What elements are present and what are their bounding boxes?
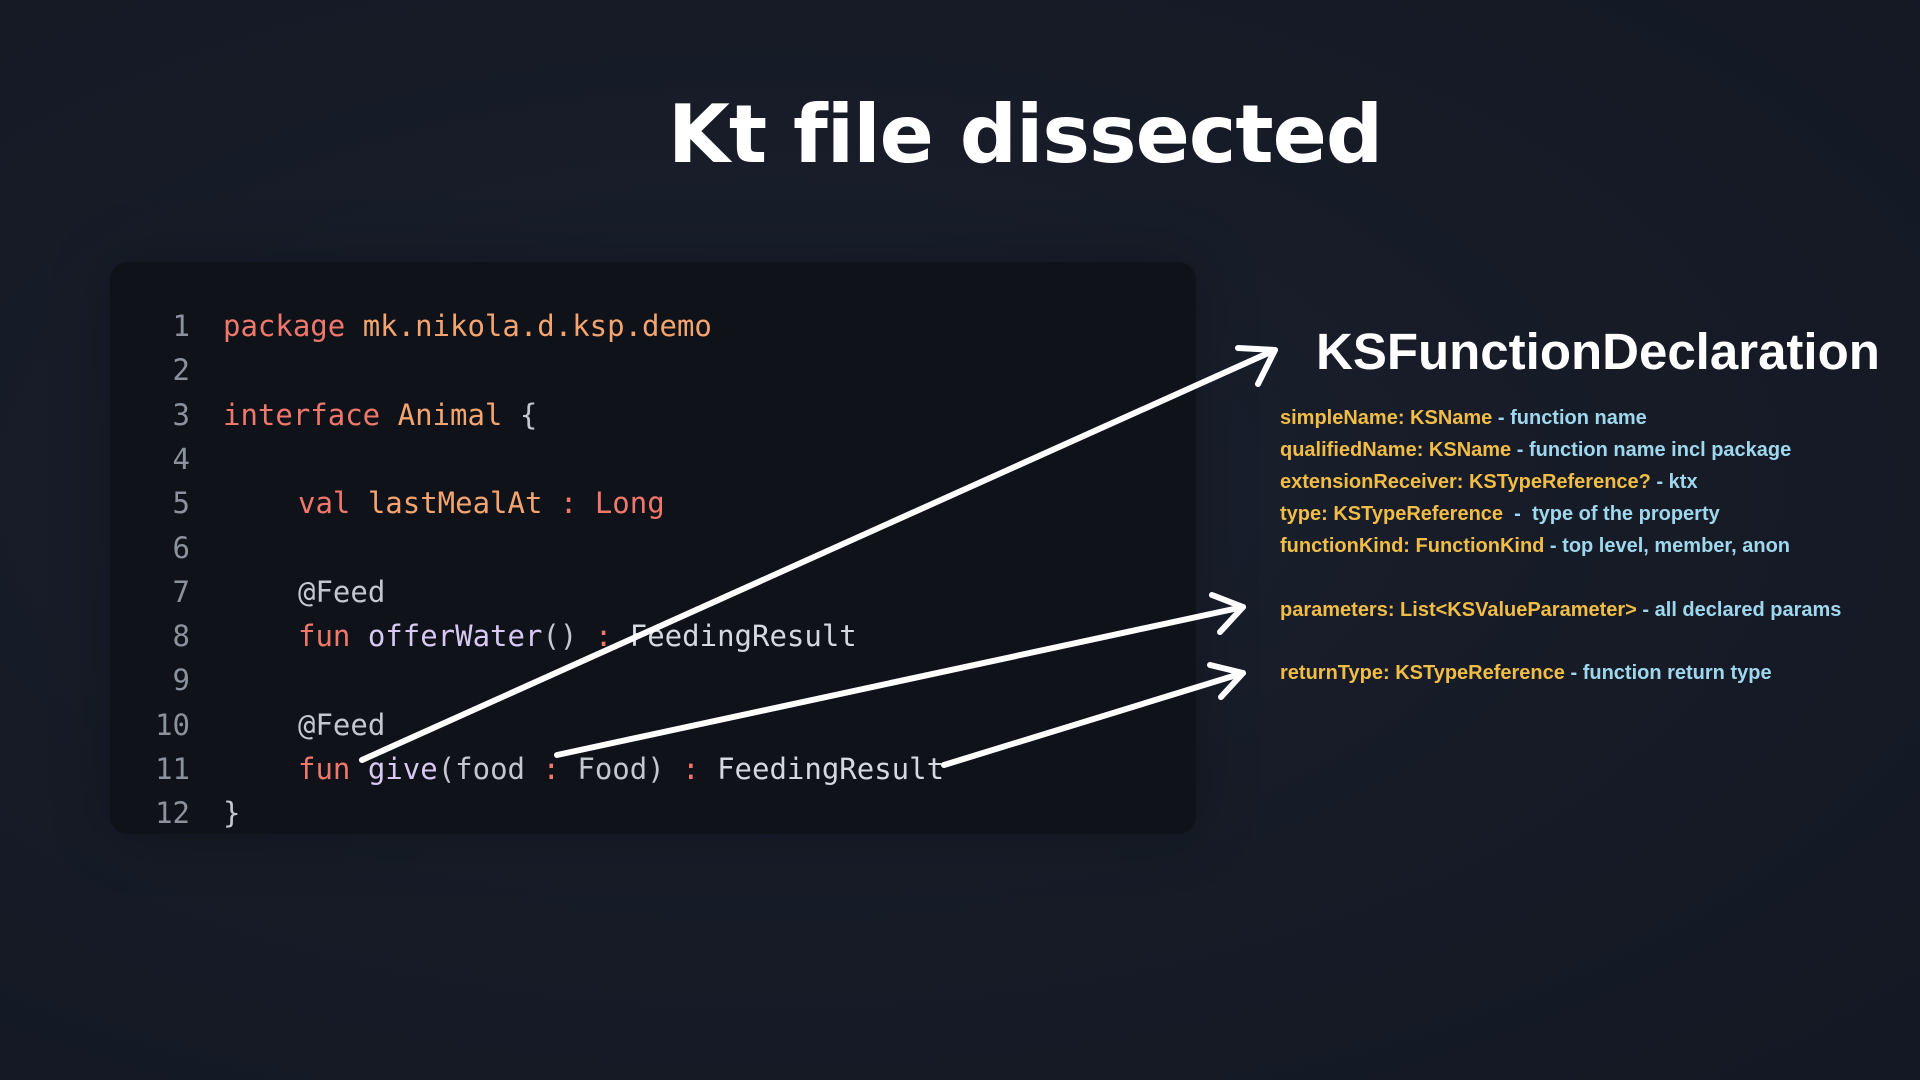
property-description: top level, member, anon [1562,535,1790,557]
declaration-property: type: KSTypeReference - type of the prop… [1280,499,1720,529]
property-signature: qualifiedName: KSName [1280,439,1512,461]
code-token: @Feed [298,574,386,609]
property-separator: - [1503,503,1532,525]
code-token: () [542,619,595,654]
code-line: 3 interface Animal { [110,393,1196,437]
code-token: @Feed [298,707,386,742]
code-token: lastMealAt [367,486,543,521]
code-token: interface [223,397,398,432]
line-number: 11 [155,752,190,786]
line-number: 12 [155,796,190,831]
code-token: Food) [577,752,683,786]
code-token: fun [298,752,368,786]
slide-title: Kt file dissected [667,88,1383,181]
code-token: fun [298,619,368,654]
property-description: function name [1510,407,1647,429]
property-signature: functionKind: FunctionKind [1280,535,1545,557]
line-number: 3 [172,397,190,432]
line-number: 10 [155,707,190,742]
code-line: 9 [110,658,1196,702]
declaration-property: returnType: KSTypeReference - function r… [1280,658,1772,688]
property-separator: - [1564,662,1583,684]
code-line: 8 fun offerWater() : FeedingResult [110,614,1196,658]
declaration-property: qualifiedName: KSName - function name in… [1280,435,1791,465]
declaration-property: parameters: List<KSValueParameter> - all… [1280,595,1841,625]
property-description: function return type [1582,662,1772,684]
code-line: 11 fun give(food : Food) : FeedingResult [110,747,1196,791]
line-number: 1 [172,309,190,343]
property-signature: type: KSTypeReference [1280,503,1504,525]
code-line: 10 @Feed [110,703,1196,747]
code-line: 6 [110,526,1196,570]
code-text: @Feed [223,570,385,614]
line-number: 4 [172,441,190,476]
property-signature: simpleName: KSName [1280,407,1493,429]
property-description: function name incl package [1528,439,1792,461]
property-signature: extensionReceiver: KSTypeReference? [1280,471,1651,493]
code-text: @Feed [223,703,385,747]
property-description: type of the property [1531,503,1720,525]
code-text: interface Animal { [223,393,537,437]
code-line: 5 val lastMealAt : Long [110,481,1196,525]
property-signature: parameters: List<KSValueParameter> [1280,599,1637,621]
declaration-property: simpleName: KSName - function name [1280,403,1647,433]
code-line: 4 [110,437,1196,481]
code-token: val [298,486,368,521]
code-token: mk.nikola.d.ksp.demo [362,309,712,343]
property-separator: - [1492,407,1511,429]
line-number: 7 [172,574,190,609]
code-text: fun offerWater() : FeedingResult [223,614,857,658]
line-number: 2 [172,353,190,388]
code-token: : [542,486,595,521]
code-token: : [682,752,718,786]
property-separator: - [1544,535,1563,557]
code-line: 12} [110,791,1196,835]
code-text: val lastMealAt : Long [223,481,665,525]
declaration-property: extensionReceiver: KSTypeReference? - kt… [1280,467,1698,497]
property-description: ktx [1668,471,1698,493]
code-line: 2 [110,348,1196,392]
property-separator: - [1636,599,1655,621]
code-token: Long [594,486,665,521]
code-text: fun give(food : Food) : FeedingResult [223,747,944,791]
line-number: 8 [172,619,190,654]
property-description: all declared params [1654,599,1842,621]
code-line: 7 @Feed [110,570,1196,614]
property-signature: returnType: KSTypeReference [1280,662,1565,684]
code-token: (food [437,752,543,786]
property-separator: - [1511,439,1529,461]
code-token: FeedingResult [629,619,857,654]
code-token: { [502,397,538,432]
code-token: give [367,752,438,786]
code-text: package mk.nikola.d.ksp.demo [223,304,712,348]
property-separator: - [1650,471,1669,493]
code-token: FeedingResult [717,752,945,786]
code-token: } [223,796,241,831]
code-token: : [594,619,630,654]
line-number: 9 [172,663,190,698]
code-token: offerWater [367,619,543,654]
line-number: 5 [172,486,190,521]
line-number: 6 [172,530,190,565]
code-line: 1 package mk.nikola.d.ksp.demo [110,304,1196,348]
code-token: Animal [397,397,503,432]
declaration-property: functionKind: FunctionKind - top level, … [1280,531,1790,561]
code-text: } [223,791,240,835]
code-panel: 1 package mk.nikola.d.ksp.demo 2 3 interface… [110,262,1196,834]
code-token: package [223,309,363,343]
code-token: : [542,752,578,786]
declaration-title: KSFunctionDeclaration [1316,323,1880,380]
